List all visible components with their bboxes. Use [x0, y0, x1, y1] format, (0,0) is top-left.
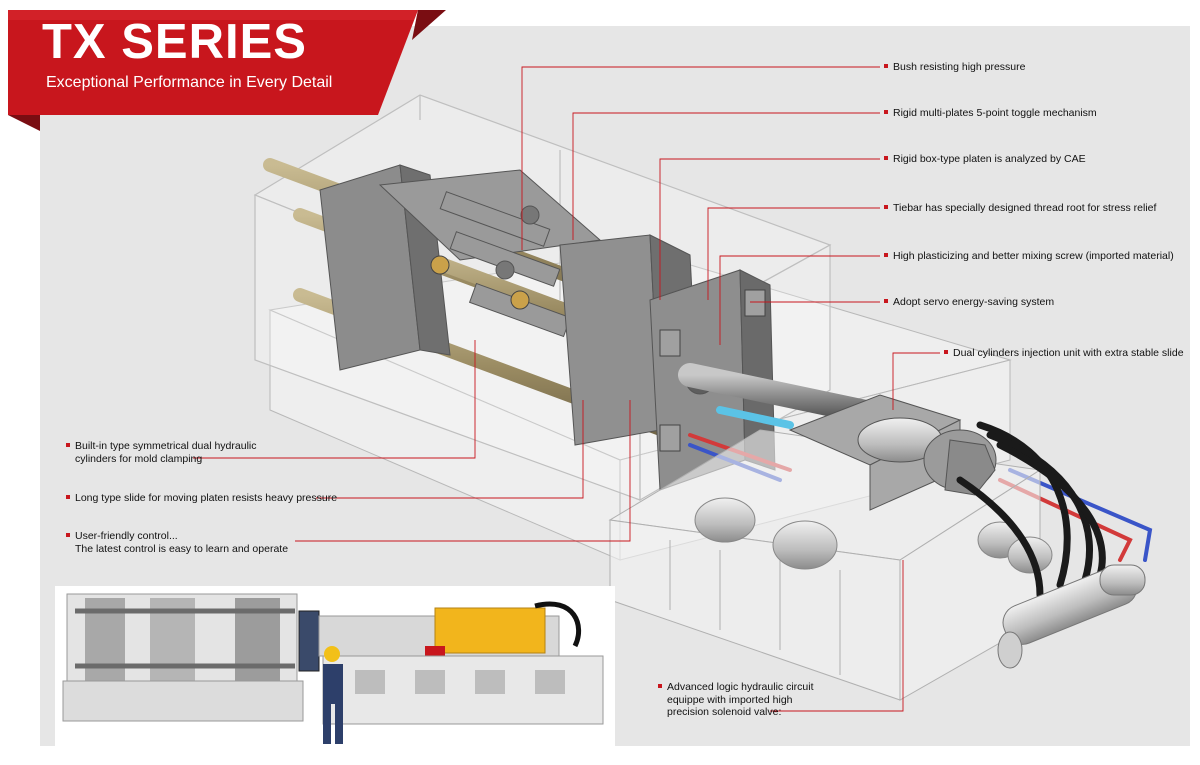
machine-photo	[55, 586, 615, 751]
callout-tiebar-text: Tiebar has specially designed thread roo…	[893, 202, 1157, 214]
callout-screw-text: High plasticizing and better mixing scre…	[893, 250, 1174, 262]
page-subtitle: Exceptional Performance in Every Detail	[46, 74, 333, 91]
callout-control-line2: The latest control is easy to learn and …	[75, 542, 289, 555]
hydraulic-hoses	[956, 421, 1106, 599]
callout-hydraulic: Advanced logic hydraulic circuit equippe…	[658, 681, 814, 719]
bullet-icon	[884, 205, 888, 209]
callout-toggle-text: Rigid multi-plates 5-point toggle mechan…	[893, 107, 1097, 119]
bullet-icon	[884, 253, 888, 257]
bullet-icon	[884, 64, 888, 68]
callout-platen-text: Rigid box-type platen is analyzed by CAE	[893, 153, 1086, 165]
callout-hydraulic-line2: equippe with imported high	[667, 693, 793, 706]
bullet-icon	[884, 110, 888, 114]
callout-bush: Bush resisting high pressure	[884, 61, 1026, 74]
oil-tank	[997, 564, 1146, 669]
bullet-icon	[884, 156, 888, 160]
injection-unit	[788, 394, 997, 511]
callout-control: User-friendly control... The latest cont…	[66, 530, 288, 555]
bullet-icon	[884, 299, 888, 303]
callout-screw: High plasticizing and better mixing scre…	[884, 250, 1174, 263]
bullet-icon	[66, 443, 70, 447]
bullet-icon	[658, 684, 662, 688]
callout-platen: Rigid box-type platen is analyzed by CAE	[884, 153, 1086, 166]
callout-clamping: Built-in type symmetrical dual hydraulic…	[66, 440, 256, 465]
bullet-icon	[66, 495, 70, 499]
bullet-icon	[66, 533, 70, 537]
callout-servo: Adopt servo energy-saving system	[884, 296, 1054, 309]
page-title: TX SERIES	[42, 15, 307, 69]
callout-slide: Long type slide for moving platen resist…	[66, 492, 337, 505]
callout-clamping-line1: Built-in type symmetrical dual hydraulic	[75, 440, 257, 452]
callout-clamping-line2: cylinders for mold clamping	[75, 452, 203, 465]
callout-tiebar: Tiebar has specially designed thread roo…	[884, 202, 1156, 215]
tiebar-nuts	[430, 255, 766, 452]
callout-hydraulic-line1: Advanced logic hydraulic circuit	[667, 681, 814, 693]
callout-toggle: Rigid multi-plates 5-point toggle mechan…	[884, 107, 1097, 120]
callout-injection: Dual cylinders injection unit with extra…	[944, 347, 1184, 360]
callout-bush-text: Bush resisting high pressure	[893, 61, 1026, 73]
title-banner	[8, 10, 446, 131]
callout-control-line1: User-friendly control...	[75, 530, 178, 542]
callout-slide-text: Long type slide for moving platen resist…	[75, 492, 338, 504]
bullet-icon	[944, 350, 948, 354]
callout-servo-text: Adopt servo energy-saving system	[893, 296, 1055, 308]
callout-hydraulic-line3: precision solenoid valve:	[667, 706, 782, 718]
callout-injection-text: Dual cylinders injection unit with extra…	[953, 347, 1184, 359]
motor-cylinders	[694, 497, 1053, 574]
